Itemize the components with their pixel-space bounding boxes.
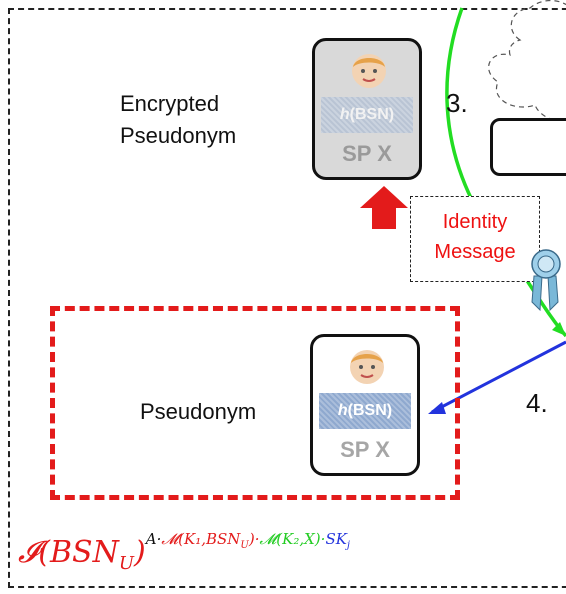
formula: 𝓘(BSNU)A·𝓜(K₁,BSNU)·𝓜(K₂,X)·SKj xyxy=(18,530,350,574)
baby-face-icon xyxy=(350,350,384,384)
encrypted-label-line2: Pseudonym xyxy=(120,123,237,148)
user-domain-region xyxy=(50,306,460,500)
hash-argument-label: (BSN) xyxy=(347,402,393,419)
sp-label: SP X xyxy=(340,437,390,462)
red-arrow-up-icon xyxy=(360,186,408,229)
hash-argument-label: (BSN) xyxy=(349,106,395,123)
ribbon-badge-icon xyxy=(531,249,561,312)
step-3-number: 3. xyxy=(446,88,468,118)
hash-bsn-field: h (BSN) xyxy=(319,393,411,429)
encrypted-pseudonym-card: h (BSN) SP X xyxy=(312,38,422,180)
sp-label: SP X xyxy=(342,141,392,166)
baby-face-icon xyxy=(352,54,386,88)
formula-exp-sk-sub: j xyxy=(346,540,351,551)
formula-base: 𝓘(BSNU) xyxy=(18,535,146,574)
formula-exp-sk: SKj xyxy=(325,530,351,551)
server-box xyxy=(490,118,566,176)
formula-exp-m1: 𝓜(K₁,BSNU)· xyxy=(161,530,260,551)
formula-exp-a: A· xyxy=(145,530,162,548)
identity-message-box: Identity Message xyxy=(410,196,540,282)
encrypted-label-line1: Encrypted xyxy=(120,91,220,116)
step-4-number: 4. xyxy=(526,388,548,418)
formula-exp-m1-sub: U xyxy=(240,540,249,551)
hash-bsn-field: h (BSN) xyxy=(321,97,413,133)
formula-exp-sk-text: SK xyxy=(325,530,347,548)
formula-exponent: A·𝓜(K₁,BSNU)·𝓜(K₂,X)·SKj xyxy=(145,530,351,551)
pseudonym-card: h (BSN) SP X xyxy=(310,334,420,476)
green-arrow-head xyxy=(552,322,566,336)
formula-exp-m1-text: 𝓜(K₁,BSN xyxy=(161,530,241,548)
hash-function-label: h xyxy=(337,402,348,419)
outer-frame xyxy=(8,8,566,588)
hash-function-label: h xyxy=(339,106,350,123)
identity-message-line1: Identity xyxy=(442,211,508,233)
blue-arrow-head xyxy=(428,402,446,414)
formula-base-text: 𝓘(BSN xyxy=(18,535,119,570)
formula-exp-m1-close: )· xyxy=(248,530,260,548)
cloud-icon xyxy=(488,0,566,123)
formula-exp-m2: 𝓜(K₂,X)· xyxy=(259,530,326,548)
identity-message-line2: Message xyxy=(434,241,516,263)
formula-base-sub: U xyxy=(118,553,135,574)
blue-arrow-line xyxy=(431,340,566,414)
formula-base-close: ) xyxy=(134,535,146,570)
pseudonym-label: Pseudonym xyxy=(140,399,257,424)
encrypted-pseudonym-label: Encrypted Pseudonym xyxy=(120,88,236,152)
